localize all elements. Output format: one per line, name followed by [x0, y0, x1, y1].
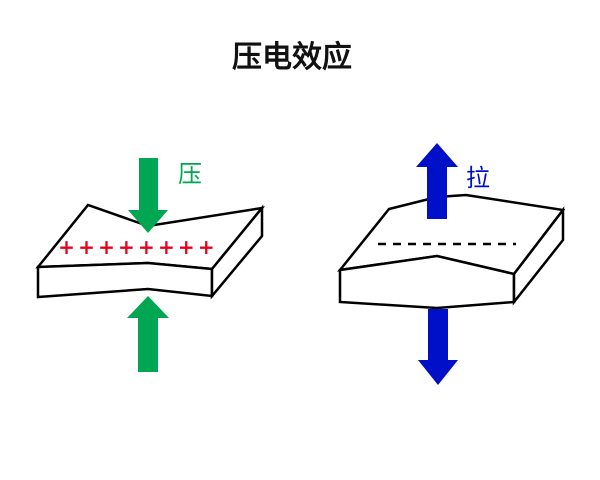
pull-down-arrow-icon	[418, 309, 458, 385]
positive-charges: ++++++++	[58, 235, 218, 259]
tension-panel: -------- 拉	[337, 143, 566, 385]
press-down-arrow-icon	[128, 158, 168, 233]
compressed-plate-front	[36, 261, 214, 299]
diagram-title: 压电效应	[232, 40, 352, 75]
stretched-plate-side	[512, 206, 565, 306]
compressed-plate-side	[210, 204, 264, 300]
compression-panel: ++++++++ 压	[35, 158, 266, 372]
compression-label: 压	[178, 160, 202, 188]
pull-up-arrow-icon	[416, 143, 458, 219]
press-up-arrow-icon	[127, 296, 169, 372]
tension-label: 拉	[466, 164, 490, 192]
